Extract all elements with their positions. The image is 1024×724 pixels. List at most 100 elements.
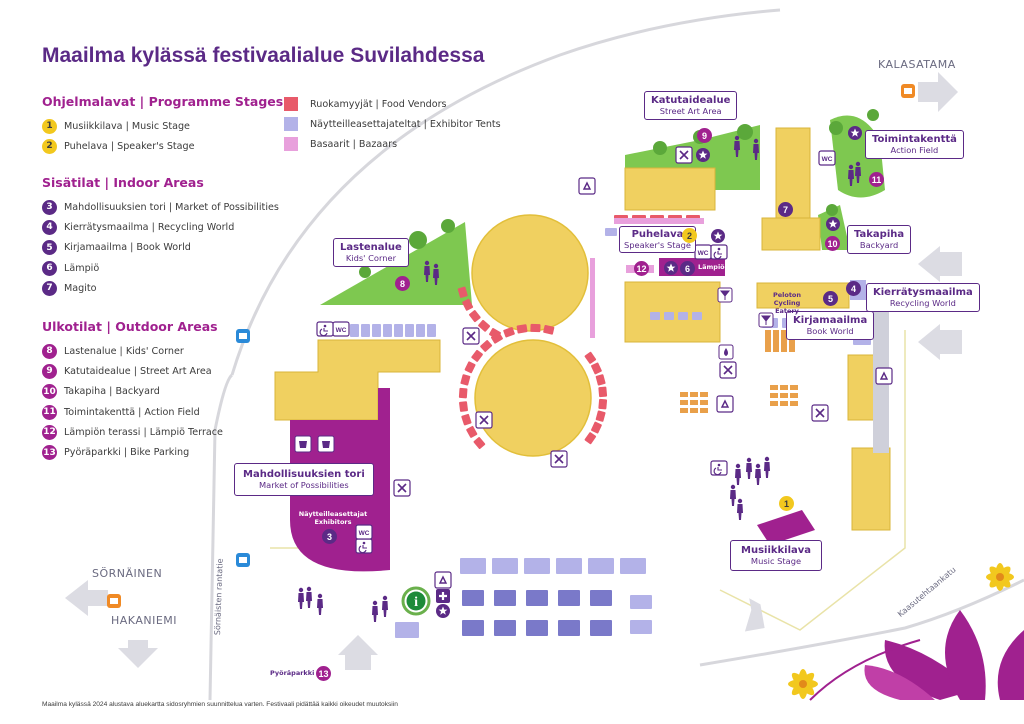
exhibitor-tent [650,312,660,320]
legend-outdoor-areas: Ulkotilat | Outdoor Areas 8 Lastenalue | … [42,319,223,463]
legend-heading-outdoor: Ulkotilat | Outdoor Areas [42,319,218,334]
food-stall [543,324,555,335]
exhibitor-tent [630,595,652,609]
exhibitor-tent [416,324,425,337]
map-marker-3: 3 [322,529,337,544]
gasometer-arenas [471,214,592,457]
food-stall [462,298,474,311]
place-kalasatama: KALASATAMA [878,58,956,71]
label-katutaidealue: Katutaidealue Street Art Area [644,91,738,120]
swatch-label: Ruokamyyjät | Food Vendors [310,98,447,110]
map-marker-7: 7 [778,202,793,217]
map-marker-10: 10 [825,236,840,251]
label-subtitle: Action Field [890,145,939,155]
map-marker-8: 8 [395,276,410,291]
map-marker-12: 12 [634,261,649,276]
swatch-bazaars [284,137,298,151]
food-stall [473,437,486,449]
marker-badge: 8 [42,343,57,359]
food-stall [489,328,501,340]
label-musiikkilava: Musiikkilava Music Stage [730,540,823,571]
exhibitor-tent [588,558,614,574]
legend-heading-stages: Ohjelmalavat | Programme Stages [42,94,284,109]
label-title: Puhelava [631,229,684,240]
legend-item: 10 Takapiha | Backyard [42,382,223,402]
marker-badge: 2 [42,138,57,154]
food-stall [595,410,606,422]
marker-badge: 10 [42,384,57,400]
map-marker-1: 1 [779,496,794,511]
exhibitor-tent [558,620,580,636]
exhibitor-tent [460,558,486,574]
roads [208,8,1024,701]
label-kirjamaailma: Kirjamaailma Book World [786,311,875,340]
exhibitor-tent [361,324,370,337]
marker-badge: 13 [42,445,57,461]
heading-en: Indoor Areas [113,175,204,190]
map-marker-4: 4 [846,281,861,296]
label-lastenalue: Lastenalue Kids' Corner [333,238,409,267]
label-subtitle: Book World [806,326,854,336]
map-marker-2: 2 [682,228,697,243]
food-stall [530,323,541,333]
food-stall [584,432,597,445]
food-stall [503,327,515,338]
food-stall [457,286,468,298]
label-subtitle: Speaker's Stage [624,240,691,250]
exhibitor-tent [605,228,617,236]
marker-badge: 12 [42,424,57,440]
food-stall [598,398,608,410]
map-marker-13: 13 [316,666,331,681]
flower-decoration [788,563,1024,701]
label-title: Lastenalue [340,242,402,253]
heading-en: Programme Stages [148,94,284,109]
label-pyoraparkki: Pyöräparkki [270,669,315,677]
legend-label: Kierrätysmaailma | Recycling World [64,221,235,233]
legend-label: Lämpiö [64,262,100,274]
legend-swatches: Ruokamyyjät | Food Vendors Näytteillease… [284,94,501,154]
exhibitor-tent [630,620,652,634]
food-stall [598,386,608,398]
legend-label: Takapiha | Backyard [64,386,160,398]
food-stall [471,349,483,362]
exhibitor-tent [350,324,359,337]
heading-fi: Ohjelmalavat [42,94,136,109]
legend-item: 4 Kierrätysmaailma | Recycling World [42,217,279,237]
food-stall [591,421,602,434]
exhibitor-tent [590,620,612,636]
cafe-icons [294,435,335,453]
direction-arrows [65,72,962,670]
label-title: Toimintakenttä [872,134,957,145]
legend-label: Lastenalue | Kids' Corner [64,345,184,357]
trees [359,109,879,278]
swatch-exhibitor-tents [284,117,298,131]
label-mahdollisuuksien-tori: Mahdollisuuksien tori Market of Possibil… [234,463,374,496]
map-marker-11: 11 [869,172,884,187]
exhibitor-tent [692,312,702,320]
exhibitor-tent [526,620,548,636]
svg-text:i: i [414,595,418,610]
food-stall [458,387,468,399]
marker-badge: 3 [42,199,57,215]
exhibitor-tent [462,620,484,636]
swatch-item: Basaarit | Bazaars [284,134,501,154]
label-exhibitors: Näytteilleasettajat Exhibitors [298,510,368,526]
map-marker-9: 9 [697,128,712,143]
legend-label: Katutaidealue | Street Art Area [64,365,212,377]
map-marker-6: 6 [680,261,695,276]
marker-badge: 4 [42,219,57,235]
heading-fi: Sisätilat [42,175,101,190]
exhibitor-tent [678,312,688,320]
label-subtitle: Recycling World [889,298,956,308]
label-title: Katutaidealue [651,95,731,106]
